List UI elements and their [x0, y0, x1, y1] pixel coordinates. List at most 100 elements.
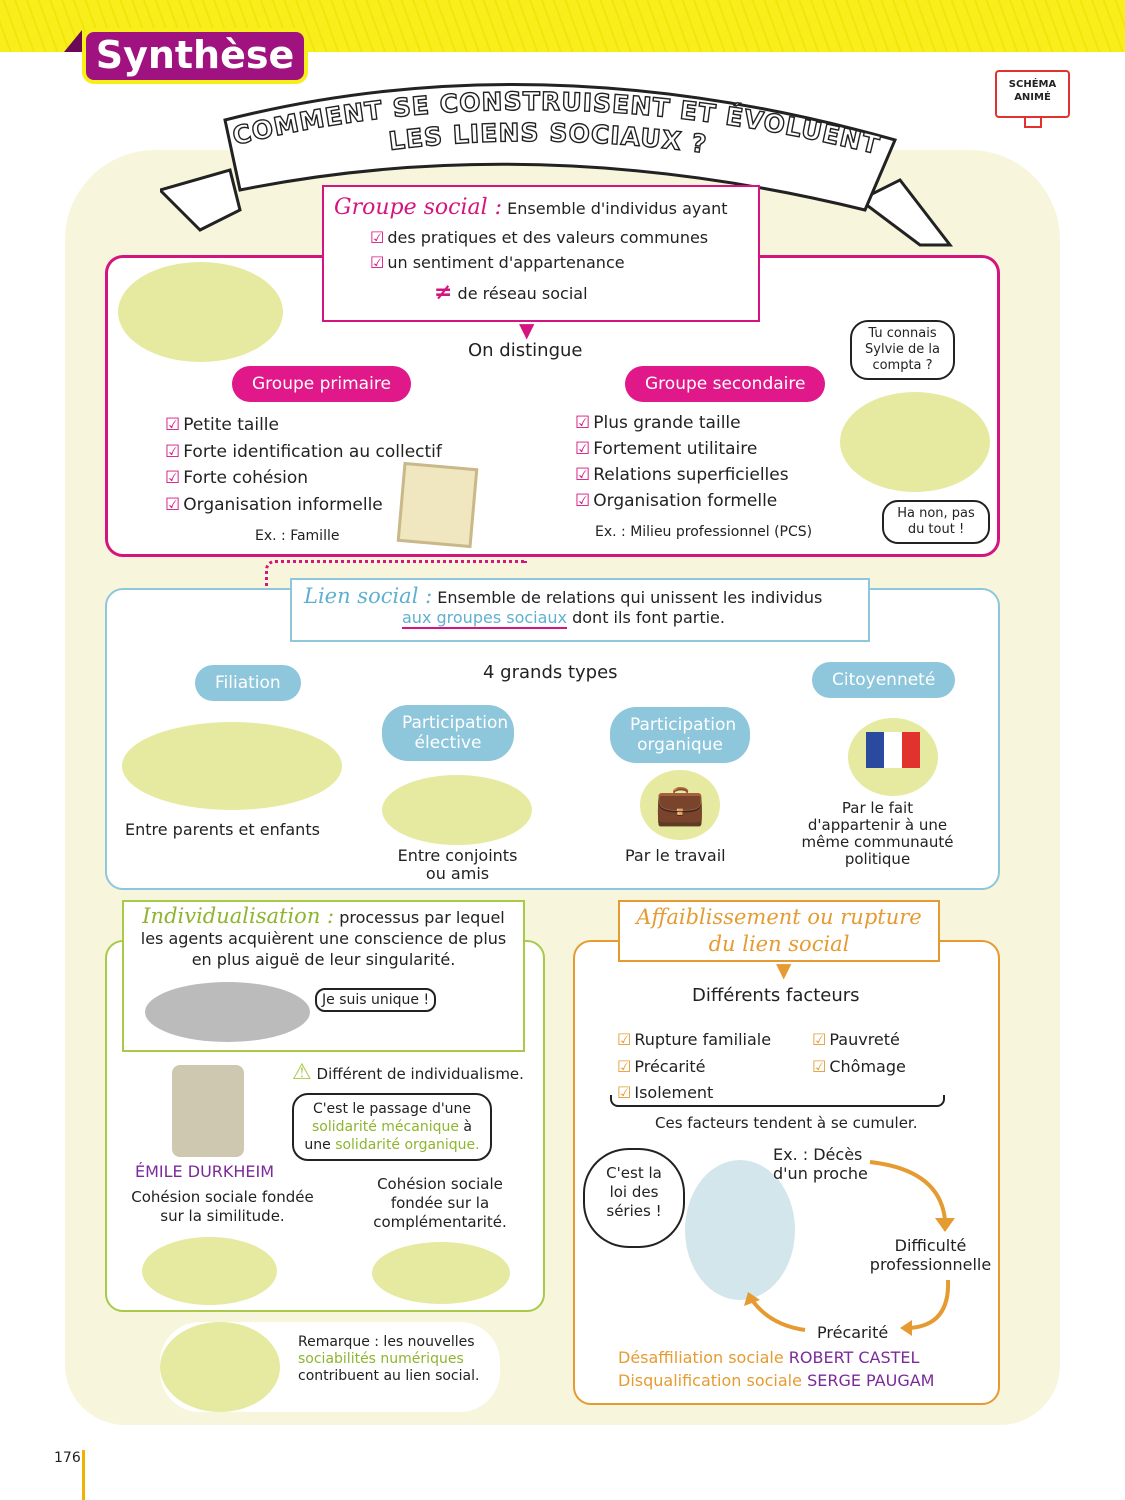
- passage-1: C'est le passage d'une: [312, 1101, 472, 1117]
- passage-bubble: C'est le passage d'une solidarité mécani…: [292, 1093, 492, 1161]
- factor-item: Chômage: [812, 1054, 906, 1081]
- warning-text: Différent de individualisme.: [316, 1065, 524, 1083]
- answer-bubble: Ha non, pas du tout !: [882, 500, 990, 544]
- passage-2: à une: [304, 1119, 472, 1153]
- type-participation-elective: Participation élective: [382, 705, 514, 761]
- thought-bubble: C'est la loi des séries !: [583, 1148, 685, 1248]
- type-filiation: Filiation: [195, 665, 301, 701]
- citoyennete-caption: Par le fait d'appartenir à une même comm…: [801, 799, 954, 868]
- type-participation-organique: Participation organique: [610, 707, 750, 763]
- filiation-caption: Entre parents et enfants: [125, 820, 320, 839]
- monitor-stand-icon: [1024, 118, 1042, 128]
- similar-blocks-illustration: [142, 1237, 277, 1305]
- colleagues-illustration: [840, 392, 990, 492]
- primaire-example: Ex. : Famille: [255, 528, 340, 544]
- lien-social-definition: Lien social : Ensemble de relations qui …: [290, 578, 870, 642]
- crowd-illustration: [145, 982, 310, 1042]
- brace: [610, 1095, 945, 1107]
- remark-1: Remarque : les nouvelles: [298, 1334, 475, 1350]
- factor-item: Précarité: [617, 1054, 771, 1081]
- title-line2: du lien social: [708, 932, 850, 956]
- secondaire-item: Plus grande taille: [575, 410, 789, 436]
- couple-illustration: [382, 775, 532, 845]
- desaffiliation: Désaffiliation sociale: [618, 1348, 784, 1367]
- synthese-tab: Synthèse: [82, 28, 308, 84]
- mecanique-caption: Cohésion sociale fondée sur la similitud…: [131, 1188, 314, 1225]
- organique-caption: Par le travail: [625, 846, 726, 865]
- page-rule: [82, 1450, 85, 1500]
- individualisation-def: processus par lequel les agents acquière…: [140, 908, 507, 969]
- cycle-step-2: Difficulté professionnelle: [869, 1236, 992, 1274]
- paugam-row: Disqualification sociale SERGE PAUGAM: [618, 1371, 934, 1390]
- remark-2: sociabilités numériques: [298, 1351, 464, 1367]
- tab-corner: [64, 30, 82, 52]
- digital-remark: Remarque : les nouvelles sociabilités nu…: [160, 1322, 500, 1412]
- secondaire-item: Relations superficielles: [575, 462, 788, 488]
- castel-row: Désaffiliation sociale ROBERT CASTEL: [618, 1348, 919, 1367]
- question-bubble: Tu connais Sylvie de la compta ?: [850, 320, 955, 380]
- individualisation-term: Individualisation :: [142, 904, 335, 928]
- title-line1: Affaiblissement ou rupture: [636, 905, 922, 929]
- solidarite-organique: solidarité organique.: [335, 1137, 480, 1153]
- groupe-social-item: des pratiques et des valeurs communes: [370, 228, 748, 247]
- disqualification: Disqualification sociale: [618, 1371, 802, 1390]
- title-banner: COMMENT SE CONSTRUISENT ET ÉVOLUENT LES …: [160, 82, 954, 247]
- robert-castel: ROBERT CASTEL: [788, 1348, 920, 1367]
- durkheim-portrait: [172, 1065, 244, 1157]
- lien-social-def: Ensemble de relations qui unissent les i…: [437, 588, 823, 607]
- primaire-item: Forte identification au collectif: [165, 439, 442, 466]
- secondaire-item: Fortement utilitaire: [575, 436, 789, 462]
- durkheim-name: ÉMILE DURKHEIM: [135, 1162, 275, 1181]
- factor-item: Isolement: [617, 1080, 771, 1107]
- parents-children-illustration: [122, 722, 342, 810]
- unique-bubble: Je suis unique !: [315, 988, 437, 1012]
- warning-icon: ⚠: [292, 1060, 312, 1085]
- groupe-social-term: Groupe social :: [334, 195, 503, 220]
- down-arrow-icon: ▼: [519, 318, 535, 342]
- groupe-social-definition: Groupe social : Ensemble d'individus aya…: [322, 185, 760, 322]
- secondaire-item: Organisation formelle: [575, 488, 789, 514]
- factors-right: Pauvreté Chômage: [812, 1027, 906, 1080]
- groupe-primaire-label: Groupe primaire: [232, 366, 411, 402]
- lien-social-rest: dont ils font partie.: [572, 608, 725, 627]
- schema-anime-button[interactable]: SCHÉMA ANIMÉ: [995, 70, 1070, 118]
- sad-man-illustration: [685, 1160, 795, 1300]
- organique-caption-green: Cohésion sociale fondée sur la complémen…: [373, 1175, 507, 1231]
- group-illustration: [118, 262, 283, 362]
- cycle-arrows: [744, 1160, 955, 1336]
- types-label: 4 grands types: [483, 662, 618, 683]
- factor-item: Pauvreté: [812, 1027, 906, 1054]
- remark-3: contribuent au lien social.: [298, 1368, 480, 1384]
- primaire-list: Petite taille Forte identification au co…: [165, 412, 442, 518]
- secondaire-example: Ex. : Milieu professionnel (PCS): [595, 524, 813, 540]
- groupe-social-item: un sentiment d'appartenance: [370, 253, 748, 272]
- family-photo: [396, 461, 479, 549]
- solidarite-mecanique: solidarité mécanique: [311, 1119, 459, 1135]
- warning-row: ⚠ Différent de individualisme.: [292, 1060, 524, 1085]
- french-flag-icon: [848, 718, 938, 796]
- computer-user-illustration: [160, 1322, 280, 1412]
- serge-paugam: SERGE PAUGAM: [807, 1371, 935, 1390]
- cycle-step-3: Précarité: [817, 1323, 889, 1342]
- contrast-text: de réseau social: [457, 284, 588, 303]
- not-equal-icon: ≠: [434, 280, 453, 305]
- groupes-sociaux-link: aux groupes sociaux: [402, 608, 568, 629]
- badge-line2: ANIMÉ: [1014, 92, 1051, 103]
- cumul-text: Ces facteurs tendent à se cumuler.: [655, 1114, 918, 1132]
- factors-label: Différents facteurs: [692, 985, 860, 1006]
- primaire-item: Organisation informelle: [165, 492, 442, 519]
- type-citoyennete: Citoyenneté: [812, 662, 956, 698]
- primaire-item: Petite taille: [165, 412, 442, 439]
- badge-line1: SCHÉMA: [1008, 79, 1057, 90]
- groupe-secondaire-label: Groupe secondaire: [625, 366, 826, 402]
- affaiblissement-title: Affaiblissement ou rupture du lien socia…: [618, 900, 940, 962]
- complementary-blocks-illustration: [372, 1242, 510, 1304]
- groupe-social-def: Ensemble d'individus ayant: [507, 199, 728, 218]
- factor-item: Rupture familiale: [617, 1027, 771, 1054]
- secondaire-list: Plus grande taille Fortement utilitaire …: [575, 410, 789, 514]
- briefcase-icon: 💼: [640, 770, 720, 840]
- elective-caption: Entre conjoints ou amis: [397, 846, 518, 883]
- page-number: 176: [54, 1450, 81, 1466]
- primaire-item: Forte cohésion: [165, 465, 442, 492]
- lien-social-term: Lien social :: [304, 584, 433, 608]
